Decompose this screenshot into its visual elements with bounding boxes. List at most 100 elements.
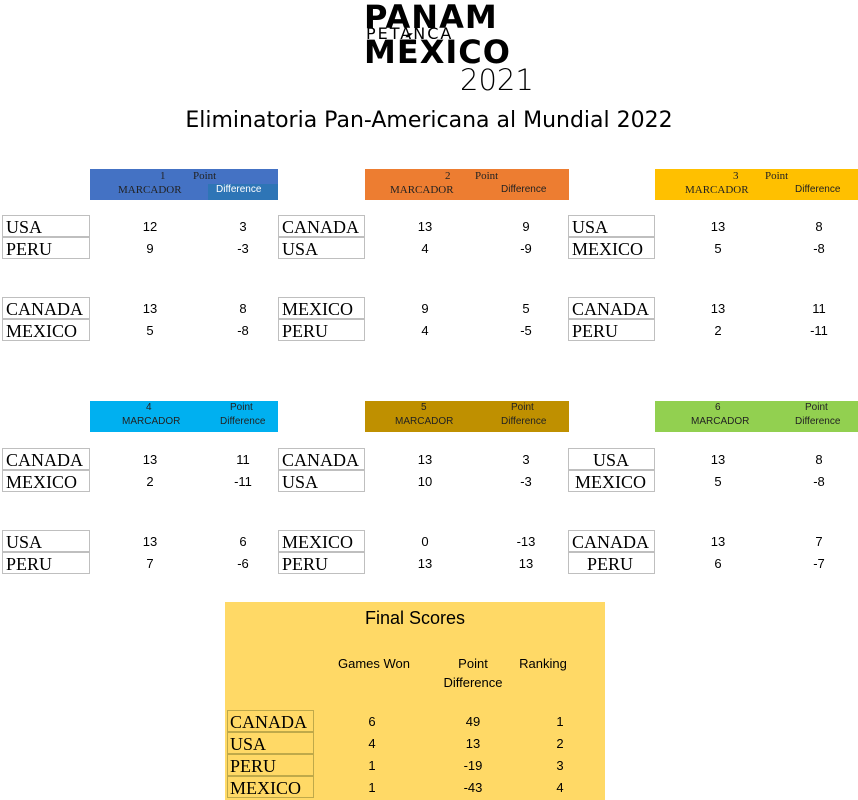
round-6-match-2-team-a-score: 13 bbox=[710, 534, 726, 549]
round-5-match-1-team-a-diff: 3 bbox=[522, 452, 530, 467]
round-1-match-2-team-a-diff: 8 bbox=[239, 301, 247, 316]
round-2-header: 2 Point MARCADOR Difference bbox=[365, 169, 569, 200]
round-4-header: 4 Point MARCADOR Difference bbox=[90, 401, 278, 432]
round-2-match-2-team-b-diff: -5 bbox=[520, 323, 532, 338]
round-1-match-1-team-a-score: 12 bbox=[142, 219, 158, 234]
round-6-point-label: Point bbox=[805, 402, 828, 413]
round-1-match-2-team-a-score: 13 bbox=[142, 301, 158, 316]
round-1-marcador-label: MARCADOR bbox=[118, 184, 182, 196]
round-3-match-1-team-b: MEXICO bbox=[568, 237, 655, 259]
round-2-match-2-team-b: PERU bbox=[278, 319, 365, 341]
round-4-match-2-team-a-diff: 6 bbox=[239, 534, 247, 549]
final-row-3-ranking: 3 bbox=[556, 758, 564, 773]
round-6-number: 6 bbox=[715, 402, 721, 413]
round-4-match-1-team-b-diff: -11 bbox=[234, 474, 252, 489]
round-5-difference-label: Difference bbox=[501, 416, 547, 427]
round-2-difference-label: Difference bbox=[501, 184, 547, 195]
round-3-point-label: Point bbox=[765, 170, 789, 182]
round-5-match-1-team-b-score: 10 bbox=[417, 474, 433, 489]
round-6-match-2-team-b: PERU bbox=[568, 552, 655, 574]
round-1-match-2-team-b-score: 5 bbox=[146, 323, 154, 338]
final-row-4-point-difference: -43 bbox=[463, 780, 483, 795]
round-5-match-2-team-a-score: 0 bbox=[421, 534, 429, 549]
final-row-4-games-won: 1 bbox=[368, 780, 376, 795]
round-6-match-1-team-b: MEXICO bbox=[568, 470, 655, 492]
round-3-match-2-team-a-score: 13 bbox=[710, 301, 726, 316]
round-6-match-2-team-a: CANADA bbox=[568, 530, 655, 552]
final-row-3-point-difference: -19 bbox=[463, 758, 483, 773]
round-2-match-1-team-a: CANADA bbox=[278, 215, 365, 237]
round-4-marcador-label: MARCADOR bbox=[122, 416, 181, 427]
round-3-match-2-team-a: CANADA bbox=[568, 297, 655, 319]
logo-line-year: 2021 bbox=[460, 63, 534, 97]
round-2-match-1-team-b-diff: -9 bbox=[520, 241, 532, 256]
logo-line-petanca: PETANCA bbox=[366, 24, 454, 43]
round-1-diff-cell bbox=[208, 184, 278, 200]
round-6-match-1-team-a: USA bbox=[568, 448, 655, 470]
round-4-match-2-team-a: USA bbox=[2, 530, 90, 552]
round-2-match-1-team-b-score: 4 bbox=[421, 241, 429, 256]
round-4-difference-label: Difference bbox=[220, 416, 266, 427]
round-4-point-label: Point bbox=[230, 402, 253, 413]
round-2-match-2-team-a-diff: 5 bbox=[522, 301, 530, 316]
round-4-match-1-team-a-diff: 11 bbox=[236, 452, 250, 467]
final-row-3-team: PERU bbox=[227, 754, 314, 776]
round-6-match-1-team-a-diff: 8 bbox=[815, 452, 823, 467]
round-5-match-2-team-b: PERU bbox=[278, 552, 365, 574]
round-2-match-2-team-a-score: 9 bbox=[421, 301, 429, 316]
round-4-match-1-team-b-score: 2 bbox=[146, 474, 154, 489]
round-5-header: 5 Point MARCADOR Difference bbox=[365, 401, 569, 432]
final-row-2-team: USA bbox=[227, 732, 314, 754]
round-6-match-1-team-b-score: 5 bbox=[714, 474, 722, 489]
round-1-match-1-team-b-score: 9 bbox=[146, 241, 154, 256]
round-3-match-1-team-a-score: 13 bbox=[710, 219, 726, 234]
final-row-1-point-difference: 49 bbox=[465, 714, 481, 729]
round-3-number: 3 bbox=[733, 170, 739, 182]
logo-line-mexico: MÉXICO bbox=[364, 33, 511, 71]
round-1-number: 1 bbox=[160, 170, 166, 182]
round-5-match-2-team-b-diff: 13 bbox=[518, 556, 534, 571]
round-2-match-1-team-a-diff: 9 bbox=[522, 219, 530, 234]
round-2-point-label: Point bbox=[475, 170, 499, 182]
round-3-match-1-team-a-diff: 8 bbox=[815, 219, 823, 234]
final-scores-title: Final Scores bbox=[364, 608, 466, 628]
panam-petanca-logo: PANAM PETANCA MÉXICO 2021 bbox=[360, 0, 534, 100]
final-row-1-ranking: 1 bbox=[556, 714, 564, 729]
round-3-match-1-team-b-diff: -8 bbox=[813, 241, 825, 256]
final-row-2-point-difference: 13 bbox=[465, 736, 481, 751]
final-row-4-team: MEXICO bbox=[227, 776, 314, 798]
round-3-marcador-label: MARCADOR bbox=[685, 184, 749, 196]
ranking-header: Ranking bbox=[519, 656, 567, 671]
round-4-number: 4 bbox=[146, 402, 152, 413]
round-6-match-2-team-a-diff: 7 bbox=[815, 534, 823, 549]
round-1-match-1-team-a: USA bbox=[2, 215, 90, 237]
round-5-match-2-team-a: MEXICO bbox=[278, 530, 365, 552]
round-3-match-1-team-b-score: 5 bbox=[714, 241, 722, 256]
final-row-4-ranking: 4 bbox=[556, 780, 564, 795]
round-1-difference-label: Difference bbox=[216, 184, 262, 195]
round-4-match-2-team-a-score: 13 bbox=[142, 534, 158, 549]
page-title: Eliminatoria Pan-Americana al Mundial 20… bbox=[185, 108, 673, 133]
point-difference-header-line-1: Point bbox=[458, 656, 488, 671]
round-1-header: 1 Point MARCADOR Difference bbox=[90, 169, 278, 200]
round-6-header: 6 Point MARCADOR Difference bbox=[655, 401, 858, 432]
round-4-match-1-team-b: MEXICO bbox=[2, 470, 90, 492]
round-1-match-2-team-b: MEXICO bbox=[2, 319, 90, 341]
final-row-2-games-won: 4 bbox=[368, 736, 376, 751]
round-4-match-2-team-b: PERU bbox=[2, 552, 90, 574]
final-row-1-team: CANADA bbox=[227, 710, 314, 732]
round-4-match-1-team-a: CANADA bbox=[2, 448, 90, 470]
round-5-number: 5 bbox=[421, 402, 427, 413]
round-3-match-2-team-b: PERU bbox=[568, 319, 655, 341]
games-won-header: Games Won bbox=[337, 656, 410, 671]
round-6-difference-label: Difference bbox=[795, 416, 841, 427]
round-5-match-1-team-b-diff: -3 bbox=[520, 474, 532, 489]
round-2-match-2-team-b-score: 4 bbox=[421, 323, 429, 338]
round-2-match-1-team-b: USA bbox=[278, 237, 365, 259]
round-4-match-1-team-a-score: 13 bbox=[142, 452, 158, 467]
round-1-match-1-team-b: PERU bbox=[2, 237, 90, 259]
round-6-match-2-team-b-score: 6 bbox=[714, 556, 722, 571]
round-4-match-2-team-b-diff: -6 bbox=[237, 556, 249, 571]
round-1-match-1-team-a-diff: 3 bbox=[239, 219, 247, 234]
round-3-difference-label: Difference bbox=[795, 184, 841, 195]
